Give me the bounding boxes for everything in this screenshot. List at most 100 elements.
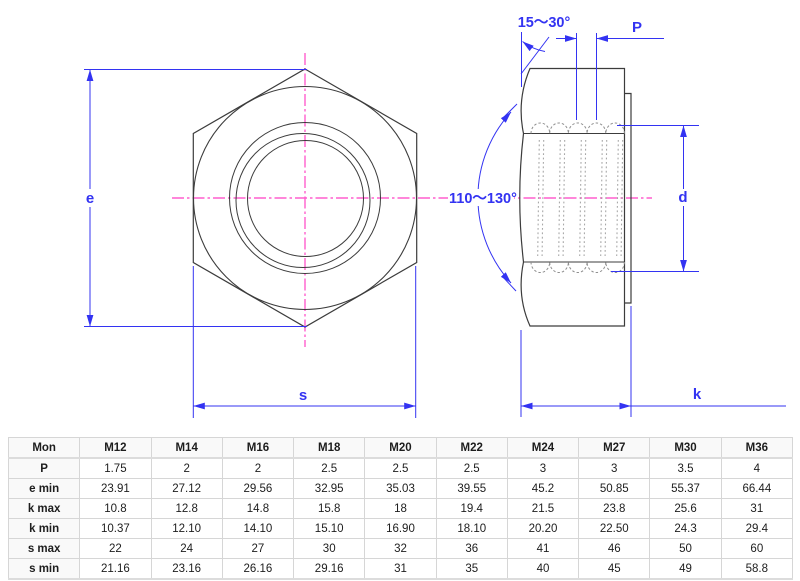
table-cell: 60	[720, 538, 794, 559]
table-cell: 2	[221, 457, 295, 479]
col-header: M27	[578, 437, 651, 459]
front-view: e s	[81, 53, 452, 418]
table-cell: 24	[150, 538, 223, 559]
table-row: P 1.75 2 2 2.5 2.5 2.5 3 3 3.5 4	[7, 457, 794, 479]
table-cell: 12.10	[150, 518, 223, 539]
table-cell: 32	[364, 538, 437, 559]
nut-body-outline	[519, 67, 626, 327]
thread-crests-bottom	[530, 261, 625, 273]
dimension-chamfer-angle	[520, 32, 550, 87]
table-cell: 2.5	[364, 457, 437, 479]
table-cell: 18.10	[435, 518, 508, 539]
table-cell: 23.91	[79, 478, 152, 499]
bore-circle	[247, 140, 364, 257]
dim-k-label: k	[693, 386, 702, 403]
table-cell: 23.8	[578, 498, 651, 519]
dim-s-label: s	[299, 387, 307, 404]
table-cell: 32.95	[293, 478, 366, 499]
table-cell: 58.8	[720, 558, 794, 580]
table-cell: 12.8	[150, 498, 223, 519]
table-cell: 50.85	[578, 478, 651, 499]
table-cell: 31	[720, 498, 794, 519]
col-header: M16	[221, 437, 295, 459]
table-cell: 39.55	[435, 478, 508, 499]
table-cell: 18	[364, 498, 437, 519]
table-cell: 10.37	[79, 518, 152, 539]
table-cell: 40	[506, 558, 580, 580]
table-cell: 22.50	[578, 518, 651, 539]
table-cell: 45	[578, 558, 651, 580]
table-cell: 15.10	[293, 518, 366, 539]
col-header: M24	[506, 437, 580, 459]
table-cell: 23.16	[150, 558, 223, 580]
chamfer-circle	[192, 85, 418, 311]
table-cell: 66.44	[720, 478, 794, 499]
table-row: s min 21.16 23.16 26.16 29.16 31 35 40 4…	[7, 558, 794, 580]
chamfer-angle-label: 15～30°	[518, 15, 571, 31]
table-cell: 4	[720, 457, 794, 479]
row-header: e min	[7, 478, 81, 499]
dimension-s	[192, 266, 417, 418]
table-row: e min 23.91 27.12 29.56 32.95 35.03 39.5…	[7, 478, 794, 499]
table-cell: 3	[506, 457, 580, 479]
row-header: s max	[7, 538, 81, 559]
thread-major-circle	[229, 122, 381, 274]
table-row: k min 10.37 12.10 14.10 15.10 16.90 18.1…	[7, 518, 794, 539]
col-header: M30	[649, 437, 722, 459]
table-cell: 31	[364, 558, 437, 580]
table-cell: 30	[293, 538, 366, 559]
table-cell: 27.12	[150, 478, 223, 499]
table-cell: 2.5	[435, 457, 508, 479]
table-cell: 29.4	[720, 518, 794, 539]
table-cell: 14.8	[221, 498, 295, 519]
thread-runout-circle	[235, 133, 371, 268]
table-cell: 29.56	[221, 478, 295, 499]
col-header: M14	[150, 437, 223, 459]
table-cell: 10.8	[79, 498, 152, 519]
washer-face-flange	[624, 92, 632, 304]
dim-e-label-bg	[81, 189, 99, 207]
dimension-p	[556, 33, 664, 120]
table-cell: 1.75	[79, 457, 152, 479]
table-cell: 45.2	[506, 478, 580, 499]
col-header: Mon	[7, 437, 81, 459]
row-header: P	[7, 457, 81, 479]
table-cell: 49	[649, 558, 722, 580]
table-cell: 25.6	[649, 498, 722, 519]
col-header: M20	[364, 437, 437, 459]
table-cell: 27	[221, 538, 295, 559]
dimension-k	[520, 306, 786, 417]
table-cell: 46	[578, 538, 651, 559]
table-cell: 35	[435, 558, 508, 580]
thread-texture	[537, 139, 624, 257]
nut-dimension-table: Mon M12 M14 M16 M18 M20 M22 M24 M27 M30 …	[7, 437, 794, 580]
countersink-angle-label: 110～130°	[449, 191, 517, 207]
table-cell: 15.8	[293, 498, 366, 519]
row-header: s min	[7, 558, 81, 580]
table-cell: 29.16	[293, 558, 366, 580]
table-cell: 19.4	[435, 498, 508, 519]
table-cell: 55.37	[649, 478, 722, 499]
table-cell: 21.16	[79, 558, 152, 580]
side-view: 15～30° P 110～130°	[448, 15, 786, 417]
dim-d-label: d	[678, 189, 687, 206]
table-cell: 3.5	[649, 457, 722, 479]
col-header: M36	[720, 437, 794, 459]
table-row: k max 10.8 12.8 14.8 15.8 18 19.4 21.5 2…	[7, 498, 794, 519]
table-cell: 35.03	[364, 478, 437, 499]
hex-nut-technical-drawing: e s	[81, 15, 786, 418]
table-cell: 36	[435, 538, 508, 559]
table-cell: 41	[506, 538, 580, 559]
table-cell: 20.20	[506, 518, 580, 539]
col-header: M12	[79, 437, 152, 459]
col-header: M18	[293, 437, 366, 459]
table-cell: 2.5	[293, 457, 366, 479]
table-row: s max 22 24 27 30 32 36 41 46 50 60	[7, 538, 794, 559]
dim-d-label-bg	[675, 189, 692, 206]
row-header: k max	[7, 498, 81, 519]
table-cell: 24.3	[649, 518, 722, 539]
table-cell: 3	[578, 457, 651, 479]
table-cell: 2	[150, 457, 223, 479]
table-cell: 16.90	[364, 518, 437, 539]
